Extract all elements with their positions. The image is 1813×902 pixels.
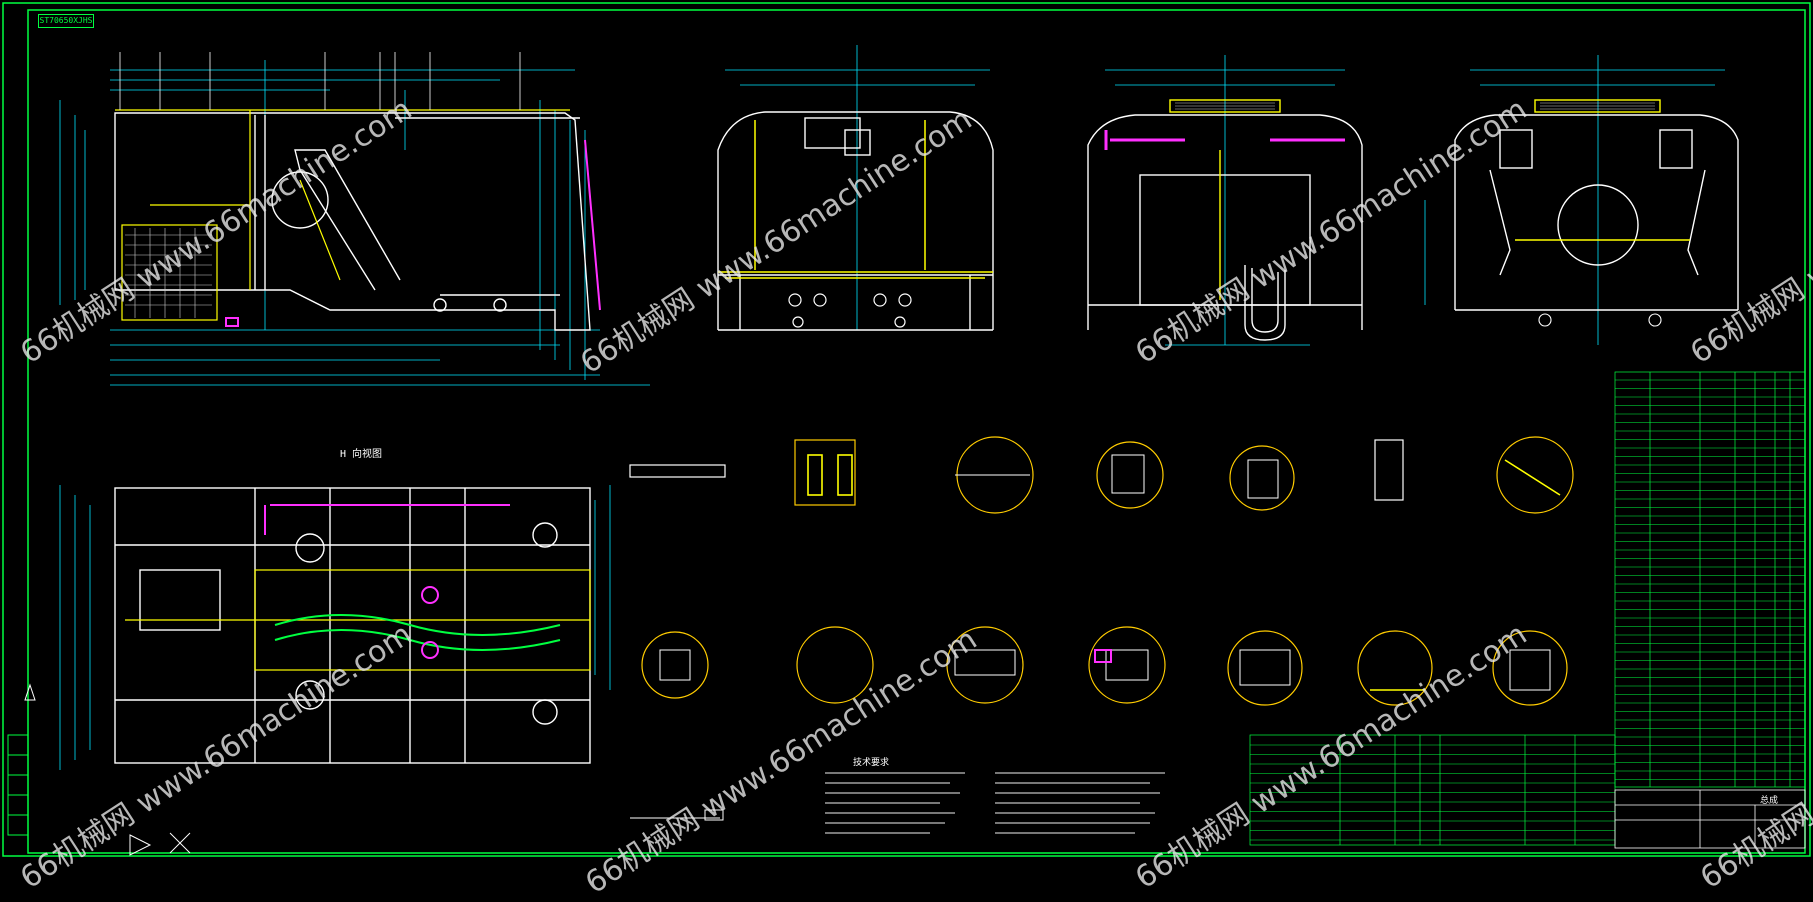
small-detail-bottom [630,809,724,821]
rear-elevation-view [1424,55,1739,345]
parts-list-rows [1615,379,1805,780]
lower-parts-rows [1250,744,1615,841]
plan-view [59,485,611,770]
technical-requirements-lines [825,772,1165,834]
left-margin-boxes [7,734,29,836]
parts-list-table [1614,371,1806,788]
plan-view-label: H 向视图 [340,449,383,460]
cad-drawing-sheet [2,2,1811,857]
sheet-border-inner [27,9,1806,854]
sheet-border-outer [2,2,1811,857]
detail-views [629,436,1574,706]
title-block [1614,789,1806,849]
rear-section-view [1087,55,1363,346]
front-elevation-view [717,45,994,331]
projection-symbols [24,683,191,856]
side-elevation-view [59,52,650,386]
title-block-title: 总成 [1760,796,1779,806]
drawing-frame-code: ST70650XJHS [38,14,94,28]
technical-requirements-title: 技术要求 [853,758,890,768]
lower-parts-table [1249,734,1616,846]
